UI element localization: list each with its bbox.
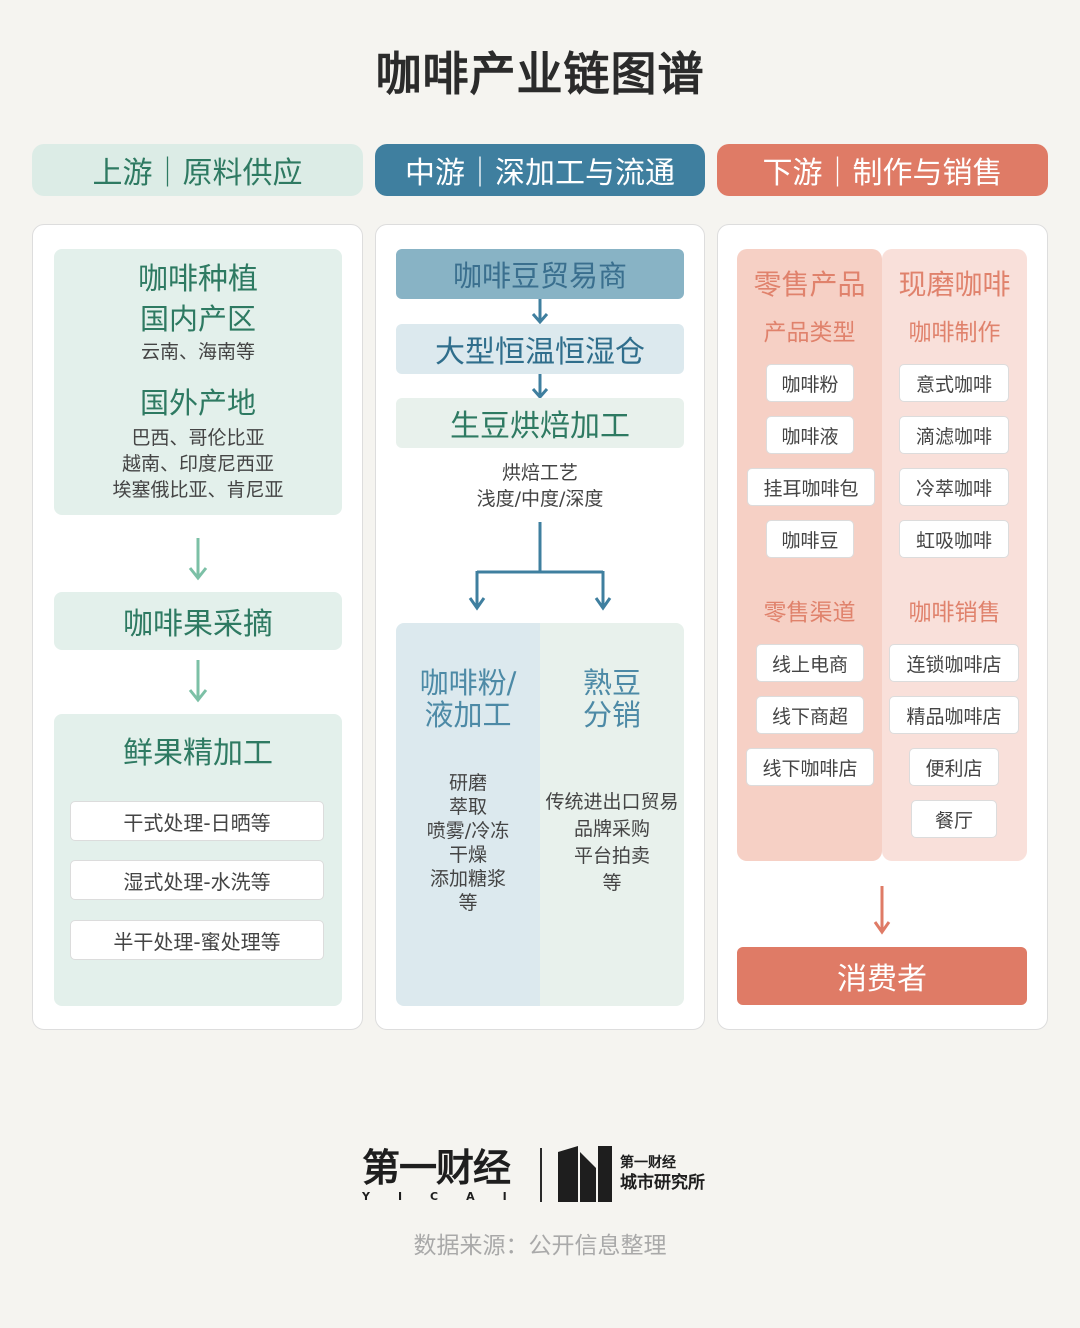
bean-branch-title: 熟豆	[582, 666, 641, 700]
down-arrow-icon	[188, 538, 208, 581]
retail-channels-title: 零售渠道	[763, 600, 856, 626]
upstream-header: 上游｜原料供应	[32, 144, 363, 196]
product-type-pill: 咖啡粉	[766, 364, 854, 402]
roast-note-line: 烘焙工艺	[501, 462, 578, 484]
picking-box: 咖啡果采摘	[54, 592, 342, 650]
powder-step: 研磨	[448, 772, 487, 794]
sales-pill: 精品咖啡店	[889, 696, 1019, 734]
institute-logo-line: 第一财经	[620, 1155, 676, 1171]
domestic-line: 云南、海南等	[140, 341, 255, 363]
institute-logo-icon	[558, 1146, 612, 1202]
product-types-title: 产品类型	[763, 320, 856, 346]
bean-channel: 平台拍卖	[573, 845, 650, 867]
bean-channel: 等	[602, 872, 622, 894]
retail-channel-pill: 线下商超	[756, 696, 864, 734]
roast-note-line: 浅度/中度/深度	[476, 488, 604, 510]
bean-branch-title: 分销	[582, 698, 641, 732]
powder-branch-title: 咖啡粉/	[419, 666, 517, 700]
fresh-column: 现磨咖啡 咖啡制作 意式咖啡 滴滤咖啡 冷萃咖啡 虹吸咖啡 咖啡销售 连锁咖啡店…	[882, 249, 1027, 861]
yicai-logo-latin: YICAI	[362, 1190, 535, 1203]
powder-step: 喷雾/冷冻	[426, 820, 510, 842]
making-pill: 虹吸咖啡	[899, 520, 1009, 558]
bean-channel: 传统进出口贸易	[545, 791, 679, 813]
warehouse-box: 大型恒温恒湿仓	[396, 324, 684, 374]
retail-title: 零售产品	[753, 268, 866, 301]
processing-box: 鲜果精加工 干式处理-日晒等 湿式处理-水洗等 半干处理-蜜处理等	[54, 714, 342, 1006]
consumer-box: 消费者	[737, 947, 1027, 1005]
yicai-logo: 第一财经 YICAI	[362, 1146, 526, 1206]
yicai-logo-text: 第一财经	[362, 1146, 511, 1190]
foreign-line: 越南、印度尼西亚	[121, 453, 274, 475]
trader-box: 咖啡豆贸易商	[396, 249, 684, 299]
down-arrow-icon	[188, 660, 208, 703]
foreign-line: 埃塞俄比亚、肯尼亚	[112, 479, 284, 501]
retail-column: 零售产品 产品类型 咖啡粉 咖啡液 挂耳咖啡包 咖啡豆 零售渠道 线上电商 线下…	[737, 249, 882, 861]
powder-step: 添加糖浆	[429, 868, 506, 890]
making-pill: 意式咖啡	[899, 364, 1009, 402]
down-arrow-icon	[873, 886, 891, 935]
powder-branch-title: 液加工	[424, 698, 512, 732]
powder-step: 等	[458, 892, 478, 914]
making-title: 咖啡制作	[908, 320, 1001, 346]
bean-branch-box: 熟豆 分销 传统进出口贸易 品牌采购 平台拍卖 等	[540, 623, 684, 1006]
sales-pill: 连锁咖啡店	[889, 644, 1019, 682]
fresh-title: 现磨咖啡	[898, 268, 1011, 301]
data-source: 数据来源：公开信息整理	[413, 1233, 667, 1259]
method-pill: 湿式处理-水洗等	[70, 860, 324, 900]
product-type-pill: 挂耳咖啡包	[747, 468, 875, 506]
retail-channel-pill: 线上电商	[756, 644, 864, 682]
making-pill: 冷萃咖啡	[899, 468, 1009, 506]
processing-title: 鲜果精加工	[123, 736, 273, 771]
midstream-header: 中游｜深加工与流通	[375, 144, 705, 196]
footer-divider	[540, 1148, 542, 1202]
bean-channel: 品牌采购	[573, 818, 650, 840]
institute-logo-text: 第一财经 城市研究所	[620, 1154, 730, 1194]
method-pill: 干式处理-日晒等	[70, 801, 324, 841]
powder-branch-box: 咖啡粉/ 液加工 研磨 萃取 喷雾/冷冻 干燥 添加糖浆 等	[396, 623, 540, 1006]
branch-arrow-icon	[468, 522, 612, 611]
making-pill: 滴滤咖啡	[899, 416, 1009, 454]
down-arrow-icon	[531, 374, 549, 400]
powder-step: 萃取	[448, 796, 487, 818]
roasting-box: 生豆烘焙加工	[396, 398, 684, 448]
foreign-title: 国外产地	[139, 386, 256, 420]
retail-channel-pill: 线下咖啡店	[746, 748, 874, 786]
sales-pill: 餐厅	[911, 800, 997, 838]
page-title: 咖啡产业链图谱	[375, 47, 705, 101]
downstream-header: 下游｜制作与销售	[717, 144, 1048, 196]
domestic-title: 国内产区	[139, 302, 256, 336]
method-pill: 半干处理-蜜处理等	[70, 920, 324, 960]
product-type-pill: 咖啡豆	[766, 520, 854, 558]
powder-step: 干燥	[448, 844, 487, 866]
planting-title: 咖啡种植	[138, 262, 258, 297]
sales-title: 咖啡销售	[908, 600, 1001, 626]
foreign-line: 巴西、哥伦比亚	[131, 427, 265, 449]
planting-box: 咖啡种植 国内产区 云南、海南等 国外产地 巴西、哥伦比亚 越南、印度尼西亚 埃…	[54, 249, 342, 515]
roast-note: 烘焙工艺 浅度/中度/深度	[396, 460, 684, 512]
sales-pill: 便利店	[909, 748, 999, 786]
down-arrow-icon	[531, 299, 549, 325]
institute-logo-line: 城市研究所	[620, 1173, 705, 1193]
product-type-pill: 咖啡液	[766, 416, 854, 454]
